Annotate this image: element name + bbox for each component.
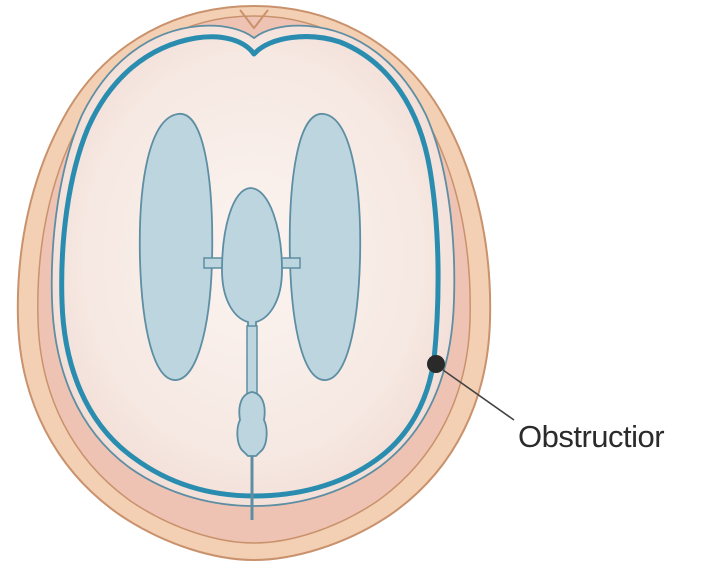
left-lateral-ventricle bbox=[140, 114, 212, 380]
cerebral-aqueduct bbox=[247, 326, 257, 396]
fourth-ventricle bbox=[237, 392, 266, 456]
obstruction-label: Obstructior bbox=[518, 419, 664, 454]
right-lateral-ventricle bbox=[290, 114, 360, 380]
obstruction-dot bbox=[427, 355, 445, 373]
